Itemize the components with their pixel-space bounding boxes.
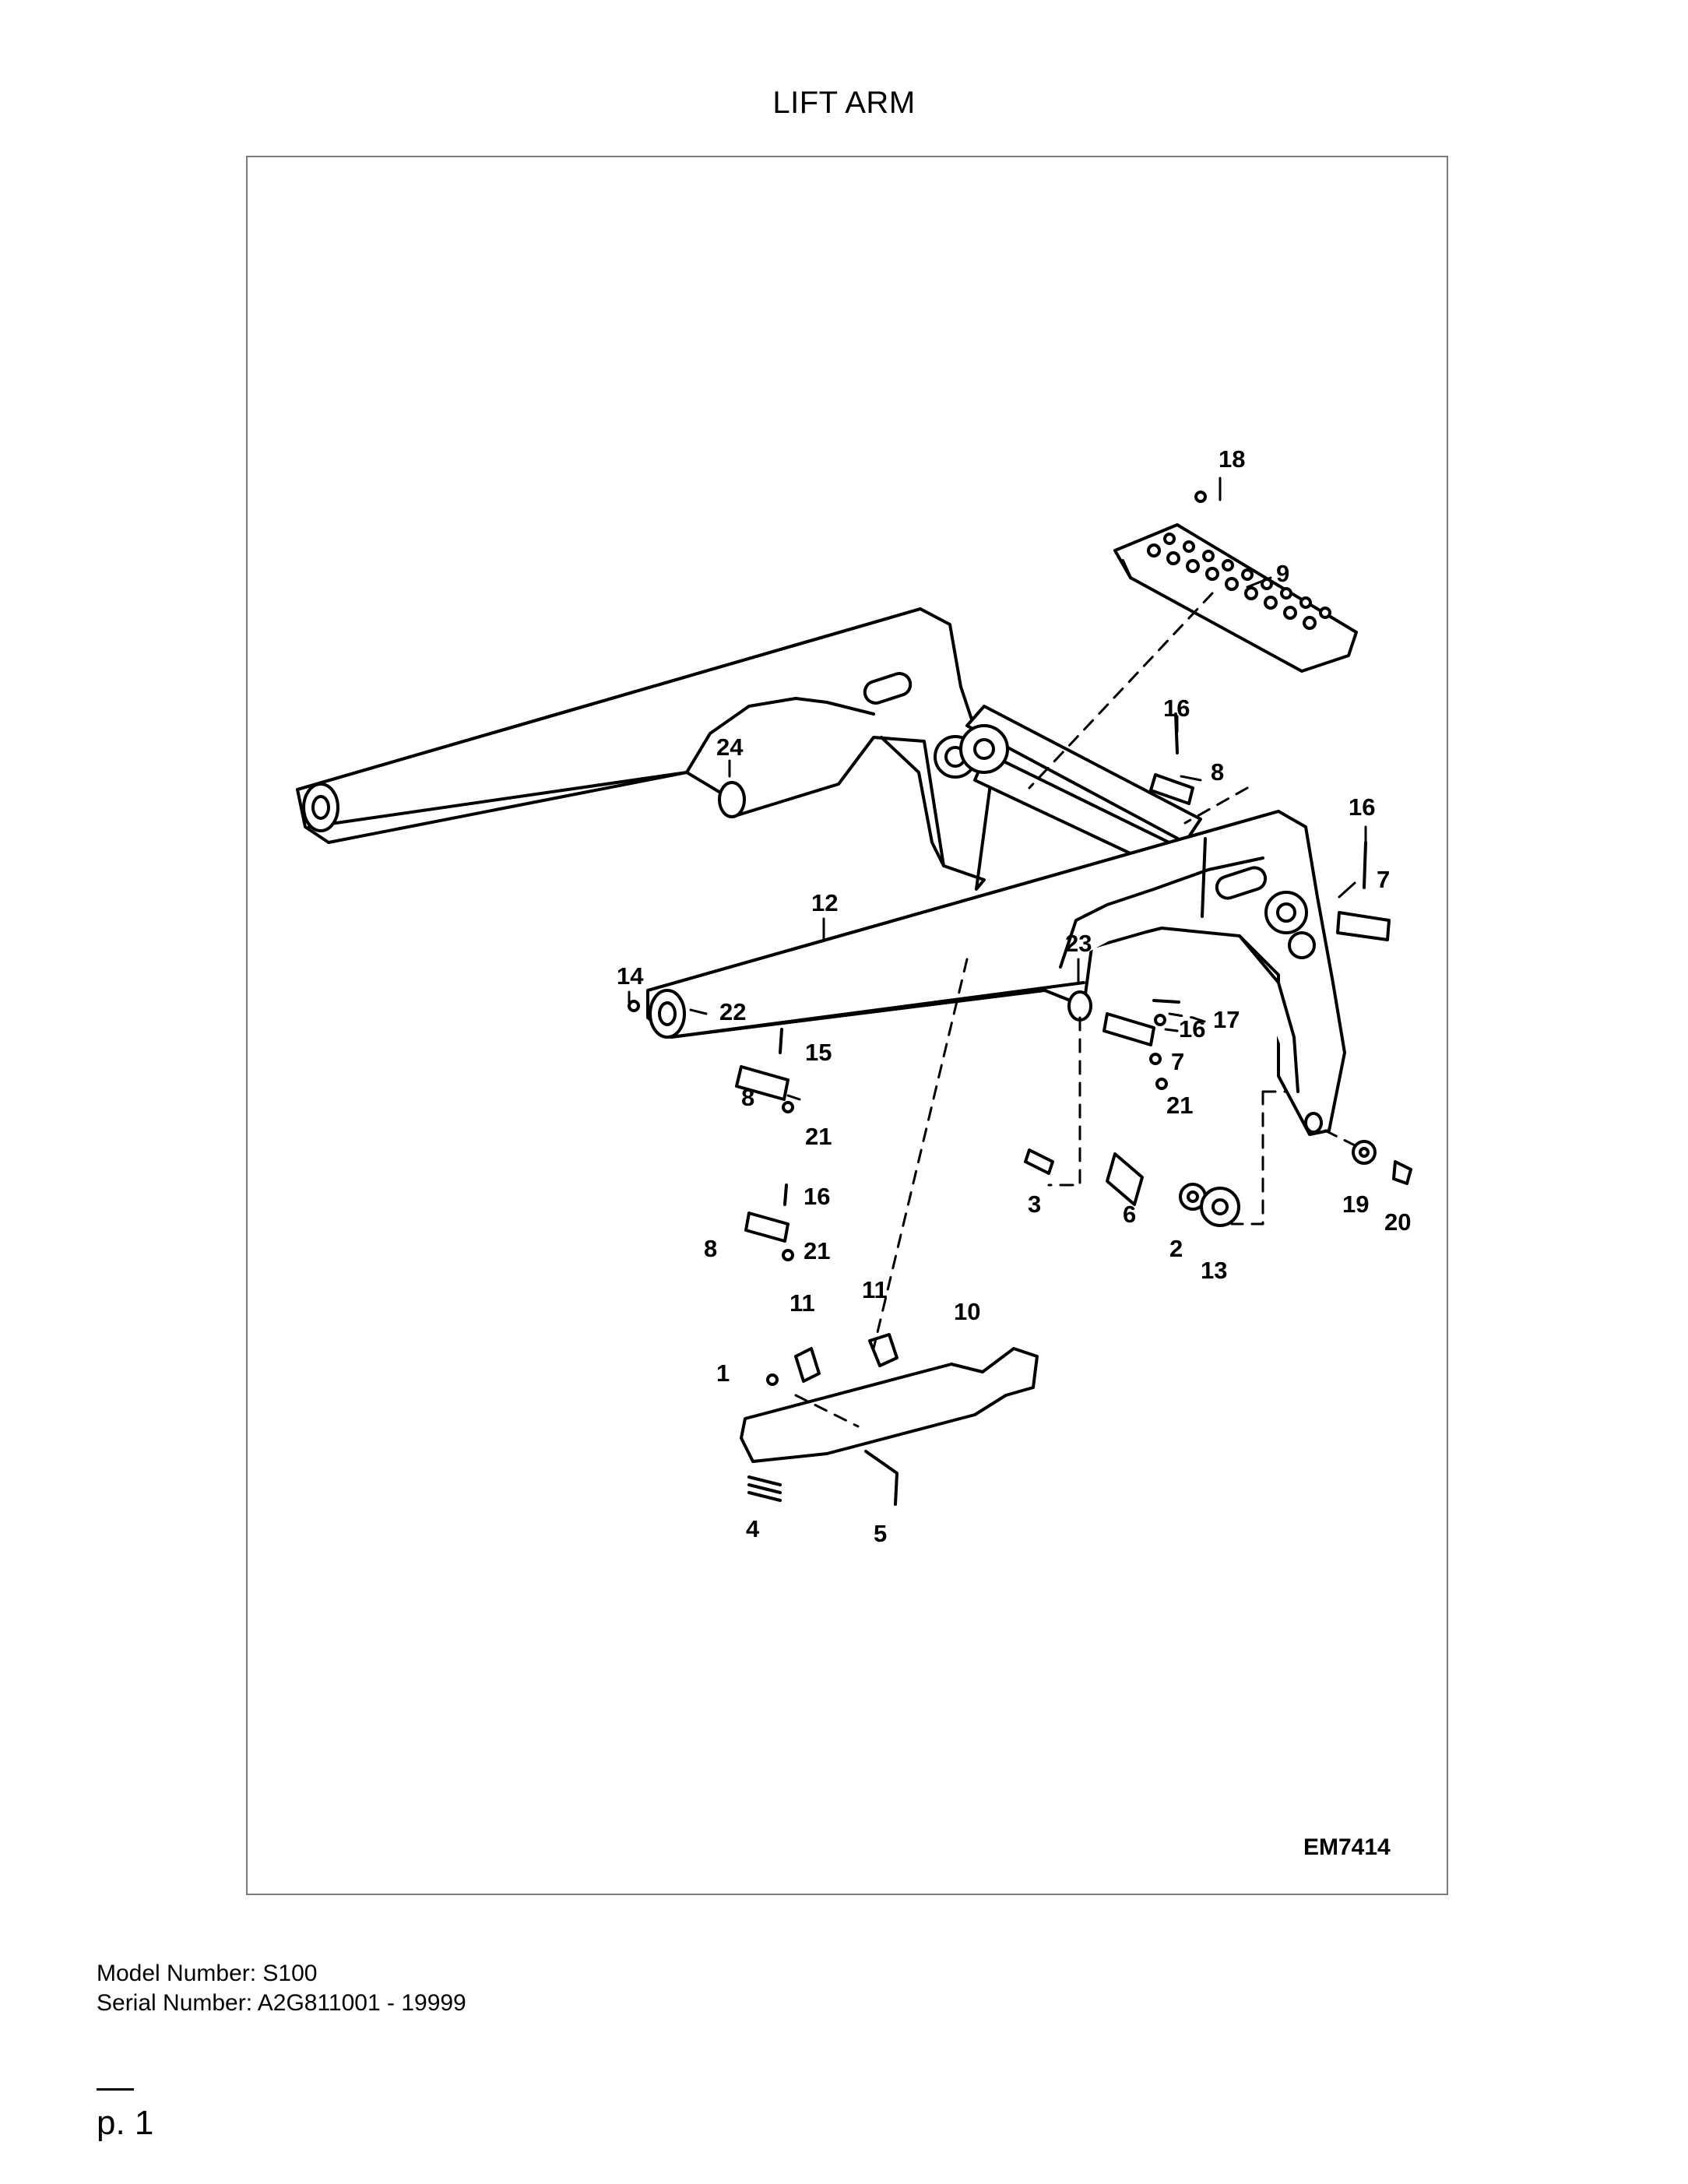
step-plate	[1113, 523, 1358, 673]
pins-and-hardware	[628, 491, 1412, 1261]
callout-15: 15	[805, 1039, 832, 1066]
callout-11-b: 11	[862, 1276, 888, 1303]
callout-8-c: 8	[704, 1235, 717, 1262]
callout-7-b: 7	[1171, 1048, 1184, 1075]
callout-4: 4	[746, 1515, 760, 1542]
control-assembly	[740, 1333, 1039, 1506]
page-title: LIFT ARM	[772, 86, 916, 120]
callout-19: 19	[1342, 1190, 1369, 1218]
callout-21: 21	[805, 1123, 832, 1150]
callout-16-c: 16	[1179, 1015, 1205, 1043]
figure-code: EM7414	[1303, 1834, 1391, 1860]
callout-21-c: 21	[804, 1237, 830, 1264]
callout-24: 24	[716, 733, 744, 761]
callout-11: 11	[789, 1289, 815, 1317]
callout-labels: 18 9 16 8 16 7 24 12 23 14 22 17 16 15 7…	[617, 445, 1411, 1860]
callout-3: 3	[1028, 1190, 1041, 1218]
cross-tube	[959, 705, 1202, 875]
callout-20: 20	[1384, 1208, 1411, 1236]
exploded-parts-diagram: 18 9 16 8 16 7 24 12 23 14 22 17 16 15 7…	[246, 156, 1448, 1895]
callout-16: 16	[1163, 695, 1190, 722]
callout-16-b: 16	[1349, 793, 1375, 821]
callout-8: 8	[1211, 758, 1224, 786]
callout-10: 10	[954, 1298, 980, 1325]
callout-1: 1	[716, 1359, 730, 1387]
callout-23: 23	[1065, 930, 1092, 957]
diagram-canvas: 18 9 16 8 16 7 24 12 23 14 22 17 16 15 7…	[296, 445, 1412, 1860]
callout-5: 5	[874, 1520, 887, 1547]
page-number: p. 1	[97, 2104, 154, 2142]
callout-21-b: 21	[1166, 1092, 1193, 1119]
callout-14: 14	[617, 962, 644, 990]
dashed-leader-lines	[794, 592, 1358, 1428]
lift-arm-back	[296, 607, 992, 891]
page-number-rule	[97, 2088, 134, 2091]
callout-13: 13	[1201, 1257, 1227, 1284]
callout-12: 12	[811, 889, 838, 916]
callout-17: 17	[1213, 1006, 1240, 1033]
callout-22: 22	[719, 998, 746, 1025]
callout-7: 7	[1377, 866, 1390, 893]
callout-6: 6	[1123, 1201, 1136, 1228]
callout-18: 18	[1219, 445, 1245, 473]
lift-arm-front	[646, 810, 1346, 1136]
callout-8-b: 8	[741, 1084, 754, 1111]
callout-2: 2	[1169, 1235, 1183, 1262]
callout-leaders	[628, 477, 1367, 1101]
callout-9: 9	[1276, 560, 1289, 587]
serial-number: Serial Number: A2G811001 - 19999	[97, 1990, 466, 2016]
model-number: Model Number: S100	[97, 1961, 318, 1986]
callout-16-d: 16	[804, 1183, 830, 1210]
